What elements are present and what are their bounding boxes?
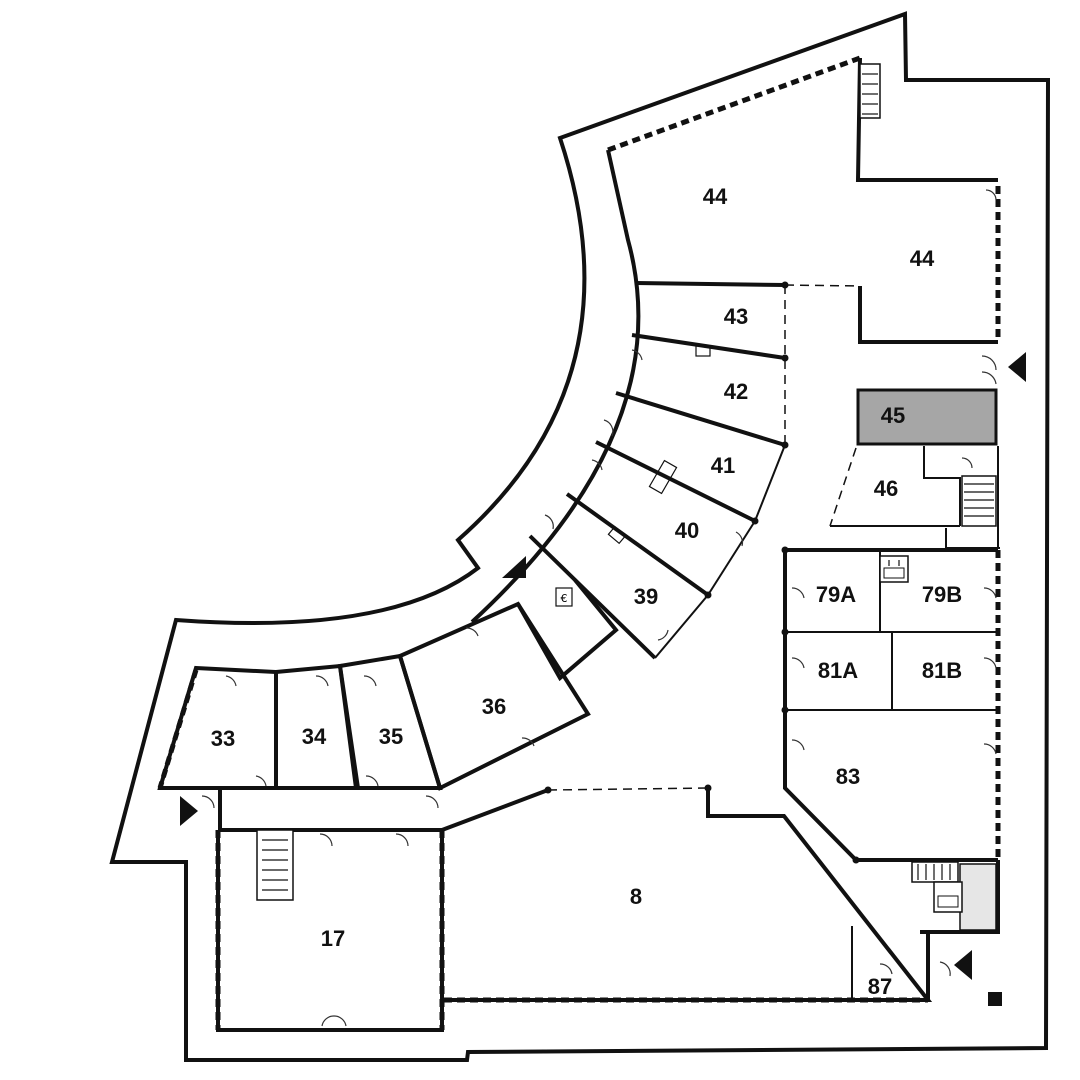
entrance-arrow-icon[interactable] (954, 950, 972, 980)
room-label-46[interactable]: 46 (874, 476, 898, 501)
room-45-fill (856, 388, 998, 446)
entrance-arrow-icon[interactable] (1008, 352, 1026, 382)
lower-arc-rooms-walls (157, 578, 619, 791)
room-label-79a[interactable]: 79A (816, 582, 856, 607)
entrance-arrow-icon[interactable] (502, 556, 526, 578)
desk-icon (607, 345, 711, 545)
room-label-44-upper[interactable]: 44 (703, 184, 728, 209)
room-label-8[interactable]: 8 (630, 884, 642, 909)
outer-contour (109, 11, 1051, 1062)
stairs-icon (256, 829, 294, 901)
room-label-81b[interactable]: 81B (922, 658, 962, 683)
room-label-41[interactable]: 41 (711, 453, 735, 478)
room-label-33[interactable]: 33 (211, 726, 235, 751)
door-swing-icon (201, 189, 997, 1027)
room-label-17[interactable]: 17 (321, 926, 345, 951)
stairs-icon (911, 861, 959, 883)
elevator-icon (879, 555, 909, 583)
lower-block-walls (215, 784, 933, 1032)
elevator-icon (933, 863, 997, 931)
room-label-35[interactable]: 35 (379, 724, 403, 749)
atm-euro-icon: € (555, 587, 573, 607)
room-label-40[interactable]: 40 (675, 518, 699, 543)
stairs-icon (961, 475, 997, 527)
room-labels: 44 44 43 42 45 41 46 40 39 79A 79B 81A 8… (211, 184, 962, 999)
room-label-81a[interactable]: 81A (818, 658, 858, 683)
room-label-42[interactable]: 42 (724, 379, 748, 404)
room-label-34[interactable]: 34 (302, 724, 327, 749)
arc-rooms-walls (528, 186, 1001, 660)
room-label-36[interactable]: 36 (482, 694, 506, 719)
room-label-39[interactable]: 39 (634, 584, 658, 609)
room-label-87[interactable]: 87 (868, 974, 892, 999)
marker-square (988, 992, 1002, 1006)
entrance-arrow-icon[interactable] (180, 796, 198, 826)
room-label-44-right[interactable]: 44 (910, 246, 935, 271)
room-label-45[interactable]: 45 (881, 403, 905, 428)
atm-symbol: € (561, 592, 568, 605)
room-label-43[interactable]: 43 (724, 304, 748, 329)
room-label-83[interactable]: 83 (836, 764, 860, 789)
stairs-icon (859, 63, 881, 119)
room-label-79b[interactable]: 79B (922, 582, 962, 607)
